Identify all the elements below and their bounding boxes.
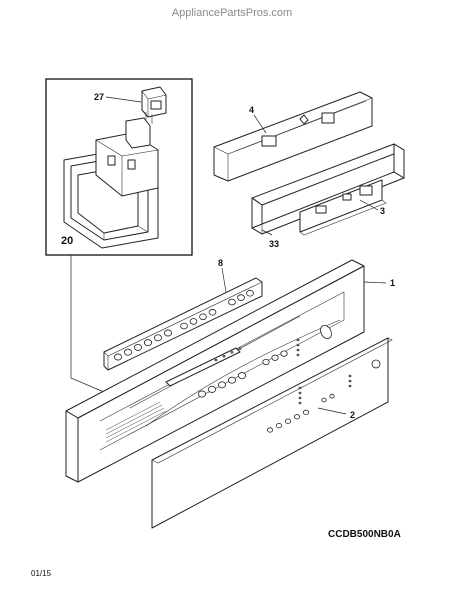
overlay-button[interactable] [275, 422, 282, 429]
keypad-button[interactable] [189, 318, 198, 325]
inset-frame [45, 78, 193, 256]
part-1-control-panel[interactable] [65, 259, 365, 483]
status-led [296, 343, 300, 347]
overlay-led [348, 374, 352, 378]
vent-hatch [105, 401, 167, 443]
part-2-overlay-panel[interactable] [151, 337, 393, 529]
callout-33: 33 [269, 239, 279, 249]
leader-2 [317, 407, 347, 415]
callout-4: 4 [249, 105, 254, 115]
overlay-button[interactable] [284, 418, 291, 424]
footer-date: 01/15 [31, 569, 52, 578]
keypad-button[interactable] [133, 343, 142, 351]
keypad-button[interactable] [153, 334, 162, 342]
leader-8 [221, 267, 227, 293]
overlay-led [298, 391, 302, 395]
keypad-button[interactable] [143, 339, 152, 347]
keypad-button[interactable] [180, 322, 188, 330]
overlay-button[interactable] [321, 397, 327, 403]
keypad-button[interactable] [163, 329, 172, 337]
overlay-button[interactable] [329, 393, 335, 399]
panel-button[interactable] [217, 381, 226, 389]
keypad-button[interactable] [199, 313, 207, 321]
overlay-led [348, 379, 352, 383]
status-led [296, 353, 300, 357]
part-3-control-board[interactable] [299, 179, 387, 236]
leader-3 [359, 199, 379, 211]
panel-button[interactable] [197, 390, 206, 398]
status-led [222, 354, 226, 358]
callout-3: 3 [380, 206, 385, 216]
callout-27: 27 [94, 92, 104, 102]
overlay-led [298, 401, 302, 405]
callout-8: 8 [218, 258, 223, 268]
keypad-button[interactable] [124, 348, 133, 356]
panel-button[interactable] [280, 350, 288, 357]
panel-button[interactable] [237, 372, 246, 380]
status-led [230, 351, 234, 354]
status-led [238, 347, 242, 350]
diagram-code: CCDB500NB0A [328, 529, 401, 540]
keypad-button[interactable] [228, 298, 236, 306]
panel-button[interactable] [271, 354, 279, 361]
panel-button[interactable] [262, 358, 270, 366]
callout-2: 2 [350, 410, 355, 420]
leader-27 [105, 96, 142, 103]
overlay-button[interactable] [302, 409, 309, 416]
keypad-button[interactable] [237, 294, 245, 301]
keypad-button[interactable] [246, 289, 254, 297]
part-4-channel[interactable] [213, 91, 373, 182]
status-led [214, 358, 218, 362]
panel-button[interactable] [207, 385, 216, 393]
overlay-led [298, 396, 302, 400]
part-20-dispenser-housing[interactable] [63, 117, 159, 249]
leader-4 [253, 114, 267, 134]
part-27-module[interactable] [141, 86, 167, 124]
leader-33 [261, 229, 273, 236]
keypad-button[interactable] [208, 308, 217, 316]
inset-connector-line [70, 255, 105, 393]
overlay-button[interactable] [266, 427, 273, 433]
panel-button[interactable] [227, 376, 236, 384]
callout-20: 20 [61, 235, 73, 247]
callout-1: 1 [390, 278, 395, 288]
status-led [296, 338, 300, 342]
part-8-keypad-strip[interactable] [103, 277, 263, 371]
status-led [296, 348, 300, 352]
overlay-button[interactable] [293, 414, 300, 420]
overlay-led [298, 386, 302, 390]
watermark-text: AppliancePartsPros.com [172, 7, 292, 19]
leader-1 [363, 281, 387, 284]
keypad-button[interactable] [114, 353, 123, 361]
overlay-led [348, 384, 352, 388]
